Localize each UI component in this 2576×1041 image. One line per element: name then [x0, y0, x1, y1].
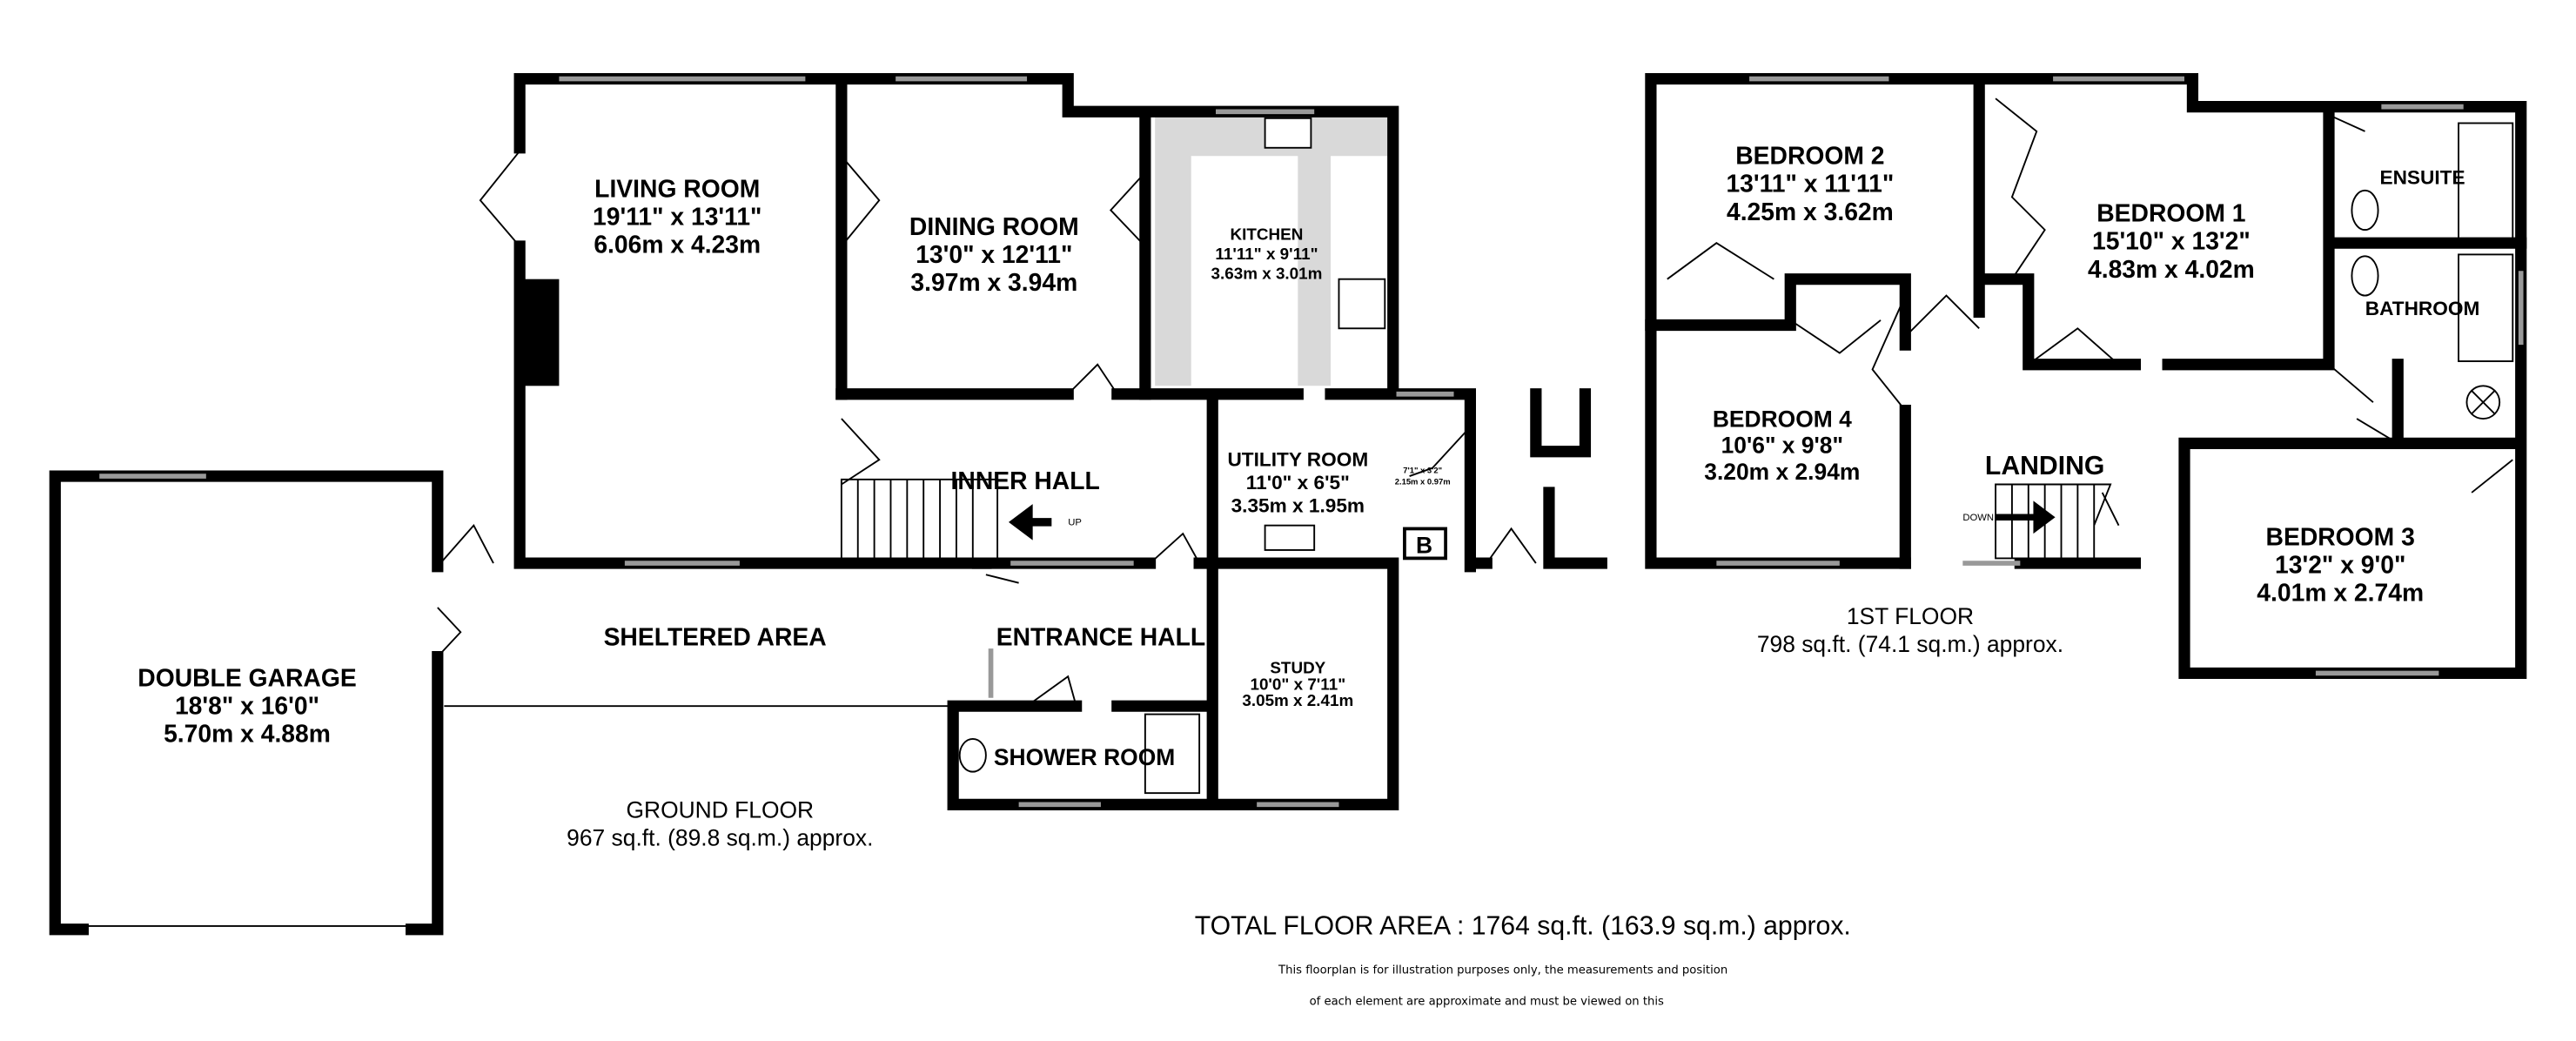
first-floor-label: 1ST FLOOR [1847, 603, 1974, 629]
double-garage-imperial: 18'8" x 16'0" [175, 692, 319, 720]
bedroom-2-imperial: 13'11" x 11'11" [1726, 170, 1894, 198]
shower-tray [1144, 713, 1201, 795]
utility-hall-walls [947, 388, 1476, 810]
living-room-metric: 6.06m x 4.23m [594, 231, 761, 259]
bedroom-4-label: BEDROOM 4 [1713, 406, 1852, 432]
first-floor-plan [1645, 72, 2527, 680]
utility-room-metric: 3.35m x 1.95m [1231, 495, 1365, 517]
toilet-2 [2351, 255, 2379, 297]
porch-walls [1472, 388, 1607, 569]
cupboard-imperial: 7'1" x 3'2" [1403, 465, 1442, 474]
bath [2458, 122, 2514, 239]
living-room-imperial: 19'11" x 13'11" [593, 202, 761, 230]
bedroom-3-imperial: 13'2" x 9'0" [2275, 550, 2405, 578]
total-floor-area: TOTAL FLOOR AREA : 1764 sq.ft. (163.9 sq… [1195, 911, 1851, 940]
entrance-hall-label: ENTRANCE HALL [996, 622, 1205, 650]
ground-floor-plan: B [49, 72, 1607, 936]
bedroom-3-metric: 4.01m x 2.74m [2257, 578, 2424, 606]
study-imperial: 10'0" x 7'11" [1250, 675, 1345, 693]
fireplace [520, 279, 560, 386]
kitchen-imperial: 11'11" x 9'11" [1215, 245, 1318, 263]
bedroom-1-label: BEDROOM 1 [2096, 199, 2245, 227]
ground-floor-area: 967 sq.ft. (89.8 sq.m.) approx. [567, 825, 873, 851]
disclaimer-line-1: This floorplan is for illustration purpo… [1278, 964, 1727, 977]
shower-room-label: SHOWER ROOM [994, 744, 1175, 770]
bedroom-3-label: BEDROOM 3 [2266, 522, 2415, 550]
kitchen-label: KITCHEN [1231, 225, 1304, 243]
sink [1264, 524, 1316, 551]
dining-room-metric: 3.97m x 3.94m [910, 268, 1077, 296]
bedroom-1-imperial: 15'10" x 13'2" [2092, 227, 2251, 255]
bedroom-1-metric: 4.83m x 4.02m [2088, 255, 2255, 283]
toilet [958, 737, 987, 773]
garage-walls [49, 470, 444, 936]
kitchen-sink [1264, 117, 1312, 149]
study-metric: 3.05m x 2.41m [1242, 691, 1353, 709]
bedroom-4-imperial: 10'6" x 9'8" [1721, 433, 1843, 459]
study-label: STUDY [1270, 658, 1325, 676]
stairs-down-label: DOWN [1962, 513, 1994, 523]
bedroom-2-metric: 4.25m x 3.62m [1727, 198, 1894, 225]
stairs-up-label: UP [1068, 518, 1082, 528]
double-garage-label: DOUBLE GARAGE [138, 664, 356, 692]
kitchen-counter [1155, 115, 1389, 386]
disclaimer-line-2: of each element are approximate and must… [1310, 995, 1664, 1008]
utility-room-label: UTILITY ROOM [1227, 449, 1368, 471]
landing-label: LANDING [1985, 452, 2104, 480]
boiler [1403, 527, 1447, 561]
boiler-label: B [1416, 533, 1432, 559]
hob [1338, 278, 1386, 330]
inner-hall-label: INNER HALL [951, 467, 1100, 494]
ensuite-label: ENSUITE [2379, 166, 2465, 188]
dining-room-imperial: 13'0" x 12'11" [916, 240, 1072, 268]
bedroom-4-metric: 3.20m x 2.94m [1704, 459, 1860, 485]
utility-room-imperial: 11'0" x 6'5" [1246, 472, 1350, 494]
toilet [2351, 189, 2379, 232]
stairs-up [840, 478, 1052, 563]
bath-2 [2458, 253, 2514, 362]
stairs-down [1995, 483, 2112, 560]
dining-room-walls [835, 72, 1399, 400]
living-room-label: LIVING ROOM [594, 174, 760, 202]
ground-floor-label: GROUND FLOOR [626, 796, 814, 823]
first-floor-area: 798 sq.ft. (74.1 sq.m.) approx. [1757, 631, 2063, 657]
double-garage-metric: 5.70m x 4.88m [164, 720, 331, 748]
living-room-walls [513, 72, 992, 569]
bathroom-label: BATHROOM [2365, 298, 2480, 319]
bedroom-2-label: BEDROOM 2 [1735, 142, 1884, 170]
sheltered-area-label: SHELTERED AREA [604, 622, 827, 650]
dining-room-label: DINING ROOM [909, 212, 1079, 240]
kitchen-metric: 3.63m x 3.01m [1211, 265, 1323, 283]
cupboard-metric: 2.15m x 0.97m [1395, 476, 1451, 486]
